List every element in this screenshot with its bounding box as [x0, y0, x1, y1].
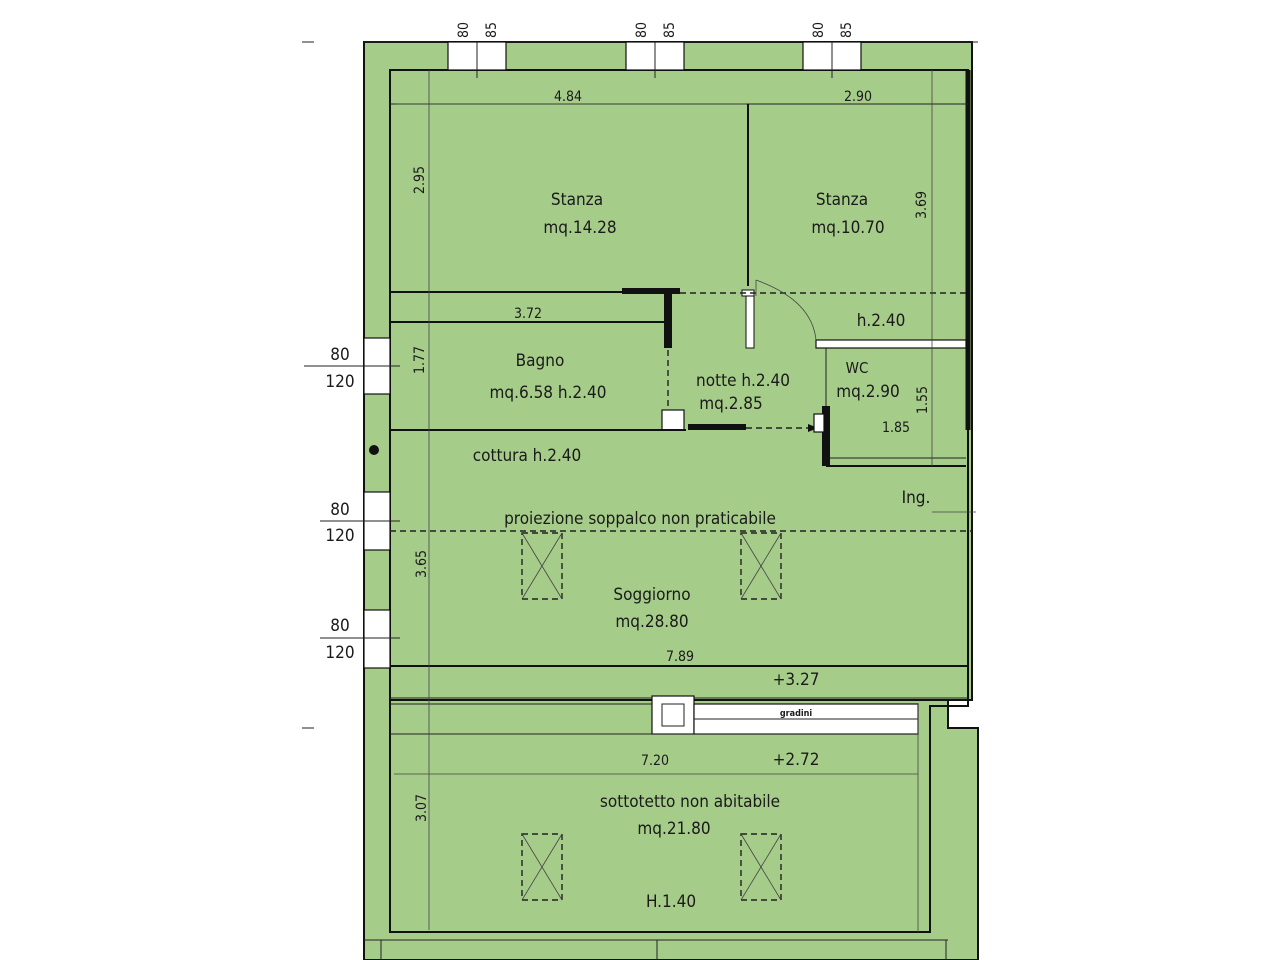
- left-window-marks: 80 120 80 120 80 120: [325, 345, 354, 663]
- dim-height-wc: 1.55: [915, 386, 931, 414]
- dim-width-stanza2: 2.90: [844, 89, 872, 105]
- room-area-wc: mq.2.90: [836, 382, 900, 402]
- left-mark-a: 80: [330, 345, 349, 365]
- room-area-bagno: mq.6.58 h.2.40: [490, 383, 607, 403]
- dim-width-bagno: 3.72: [514, 306, 542, 322]
- dim-width-stanza1: 4.84: [554, 89, 582, 105]
- room-area-notte: mq.2.85: [699, 394, 763, 414]
- dim-height-soggiorno: 3.65: [414, 550, 430, 578]
- left-mark-a: 80: [330, 616, 349, 636]
- skylight-icon: [740, 532, 782, 600]
- dim-height-sottotetto: 3.07: [414, 794, 430, 822]
- top-windows: [447, 41, 862, 78]
- stairs: gradini: [390, 695, 919, 735]
- left-mark-b: 120: [325, 643, 354, 663]
- level-lower: +2.72: [773, 750, 820, 770]
- dim-width-soggiorno: 7.89: [666, 649, 694, 665]
- level-upper: +3.27: [773, 670, 820, 690]
- left-mark-a: 80: [330, 500, 349, 520]
- room-area-sottotetto: mq.21.80: [637, 819, 710, 839]
- dimension-lines: [394, 70, 976, 932]
- top-mark-b: 85: [662, 22, 678, 38]
- top-mark-a: 80: [634, 22, 650, 38]
- skylight-icon: [521, 532, 563, 600]
- room-area-stanza1: mq.14.28: [543, 218, 616, 238]
- entrance-label: Ing.: [902, 488, 931, 508]
- dim-width-wc: 1.85: [882, 420, 910, 436]
- skylight-icon: [740, 833, 782, 901]
- stairs-label: gradini: [780, 709, 813, 719]
- dimension-labels: 4.84 2.90 2.95 3.69 3.72 1.77 1.55 1.85 …: [412, 89, 931, 822]
- dim-height-stanza2: 3.69: [914, 191, 930, 219]
- top-mark-b: 85: [484, 22, 500, 38]
- dim-height-bagno: 1.77: [412, 346, 428, 374]
- skylights: [521, 532, 782, 901]
- top-window-marks: 80 85 80 85 80 85: [456, 22, 855, 38]
- room-area-soggiorno: mq.28.80: [615, 612, 688, 632]
- left-mark-b: 120: [325, 526, 354, 546]
- room-name-bagno: Bagno: [516, 351, 565, 371]
- skylight-icon: [521, 833, 563, 901]
- room-labels: Stanza mq.14.28 Stanza mq.10.70 h.2.40 B…: [473, 190, 931, 912]
- room-name-wc: WC: [846, 359, 869, 377]
- top-mark-a: 80: [456, 22, 472, 38]
- room-name-stanza1: Stanza: [551, 190, 603, 210]
- room-area-stanza2: mq.10.70: [811, 218, 884, 238]
- left-windows: [302, 41, 400, 729]
- room-name-sottotetto: sottotetto non abitabile: [600, 792, 780, 812]
- top-mark-a: 80: [811, 22, 827, 38]
- room-name-cottura: cottura h.2.40: [473, 446, 582, 466]
- top-mark-b: 85: [839, 22, 855, 38]
- room-height-sottotetto: H.1.40: [646, 892, 696, 912]
- dim-width-sottotetto: 7.20: [641, 753, 669, 769]
- room-name-stanza2: Stanza: [816, 190, 868, 210]
- room-name-soggiorno: Soggiorno: [613, 585, 690, 605]
- corridor-height: h.2.40: [857, 311, 906, 331]
- room-name-notte: notte h.2.40: [696, 371, 790, 391]
- dim-height-stanza1: 2.95: [412, 166, 428, 194]
- soppalco-note: proiezione soppalco non praticabile: [504, 509, 776, 529]
- left-mark-b: 120: [325, 372, 354, 392]
